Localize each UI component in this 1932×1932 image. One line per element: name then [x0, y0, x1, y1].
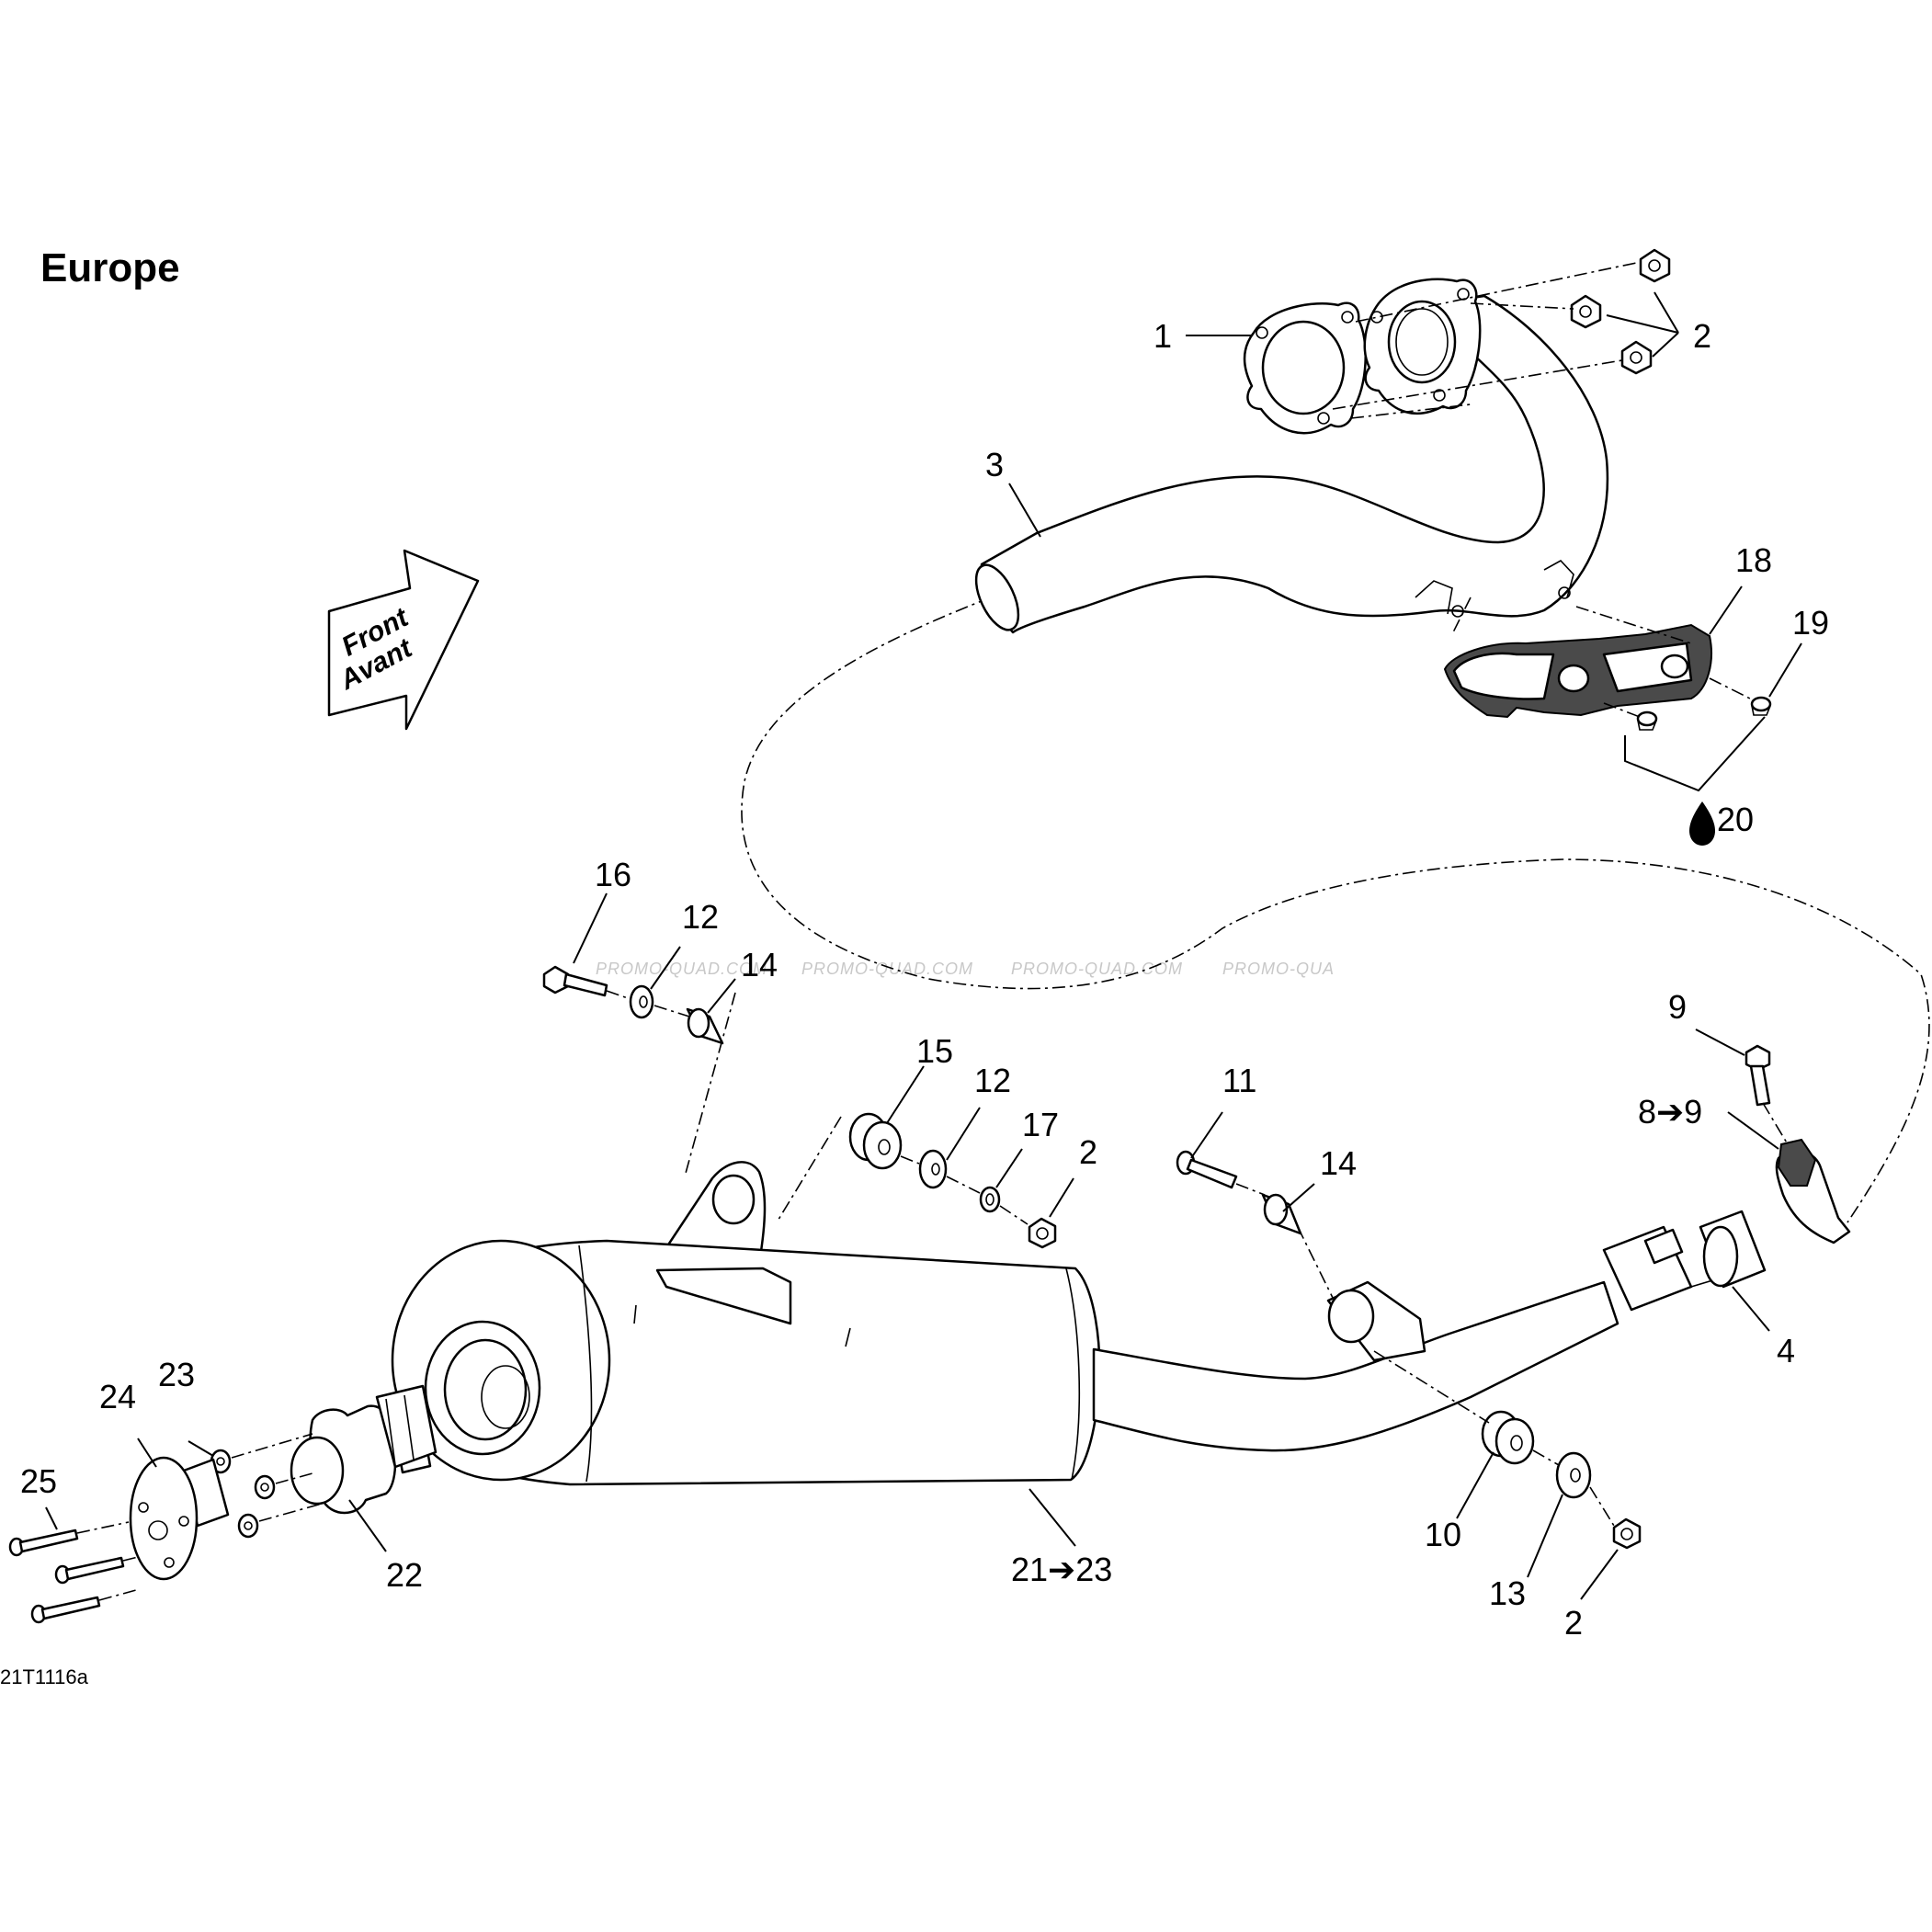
- watermark-text: PROMO-QUA: [1222, 960, 1335, 978]
- muffler-upper-bracket: [651, 1161, 767, 1270]
- callout-14: 14: [1320, 1144, 1357, 1182]
- callout-16: 16: [595, 856, 631, 893]
- callout-4: 4: [1777, 1332, 1795, 1369]
- slip-joint-tube: [1602, 1225, 1747, 1312]
- stud-line: [1355, 261, 1642, 323]
- callout-11: 11: [1222, 1062, 1256, 1099]
- callout-19: 19: [1792, 604, 1829, 642]
- screw-axis-line: [122, 1556, 139, 1562]
- callout-25: 25: [20, 1462, 57, 1500]
- header-pipe: [974, 294, 1609, 634]
- region-title: Europe: [40, 245, 180, 290]
- bolt-axis-line: [1589, 1486, 1615, 1527]
- bolt-axis-line: [1373, 1350, 1490, 1424]
- callout-10: 10: [1425, 1516, 1461, 1553]
- bolt-axis-line: [1235, 1183, 1266, 1196]
- exhaust-clamp: [1775, 1138, 1851, 1244]
- flange-nut: [1028, 1217, 1057, 1249]
- bolt-axis-line: [653, 1005, 690, 1017]
- stud-line: [1470, 302, 1574, 310]
- spark-arrester: [290, 1384, 438, 1515]
- screw-axis-line: [98, 1589, 137, 1601]
- long-screw: [8, 1529, 79, 1557]
- flange-nut: [1639, 248, 1671, 283]
- callout-22: 22: [386, 1556, 423, 1594]
- watermark-text: PROMO-QUAD.COM: [1011, 960, 1183, 978]
- screw-axis-line: [275, 1472, 313, 1484]
- callout-2: 2: [1079, 1133, 1097, 1171]
- routing-line-header-to-muffler: [741, 597, 1930, 1223]
- figure-id: 21T1116a: [0, 1665, 89, 1688]
- callout-2: 2: [1564, 1604, 1583, 1642]
- shield-screw: [1636, 710, 1658, 731]
- stud-line: [1350, 403, 1472, 419]
- muffler: [391, 1239, 1101, 1486]
- clamp-bolt: [1744, 1044, 1771, 1107]
- screw-axis-line: [1603, 702, 1641, 718]
- flange-nut: [1620, 340, 1653, 375]
- spacer: [979, 1186, 1001, 1213]
- callout-3: 3: [985, 446, 1004, 483]
- bracket-bolt-line: [776, 1116, 842, 1223]
- callout-20: 20: [1717, 801, 1754, 838]
- callout-12: 12: [974, 1062, 1011, 1099]
- bolt-axis-line: [606, 990, 631, 1000]
- watermark-text: PROMO-QUAD.COM: [801, 960, 973, 978]
- callout-17: 17: [1022, 1106, 1059, 1143]
- callout-1: 1: [1154, 317, 1172, 355]
- washer: [918, 1149, 948, 1189]
- callout-15: 15: [916, 1032, 953, 1070]
- bolt-axis-line: [1297, 1226, 1334, 1299]
- mount-bolt: [542, 965, 608, 997]
- drop-icon: [1689, 801, 1715, 846]
- callout-12: 12: [682, 898, 719, 936]
- callout-18: 18: [1735, 541, 1772, 579]
- callout-8-to-9: 8➔9: [1638, 1093, 1702, 1131]
- bolt-axis-line: [999, 1205, 1029, 1225]
- end-cap: [129, 1456, 230, 1581]
- callout-9: 9: [1668, 988, 1687, 1026]
- shield-mount-line: [1451, 597, 1472, 635]
- front-direction-arrow: Front Avant: [327, 549, 480, 731]
- spacer: [686, 1007, 724, 1045]
- exhaust-gasket: [1243, 301, 1367, 435]
- header-flange: [1363, 278, 1482, 415]
- callout-23: 23: [158, 1356, 195, 1393]
- watermark: PROMO-QUAD.COM PROMO-QUAD.COM PROMO-QUAD…: [596, 960, 1335, 978]
- rubber-grommet: [1481, 1410, 1535, 1465]
- callout-13: 13: [1489, 1574, 1526, 1612]
- small-screw: [237, 1513, 259, 1539]
- bolt-axis-line: [900, 1155, 920, 1165]
- washer: [1555, 1451, 1592, 1499]
- leader-lines: [45, 291, 1802, 1600]
- bracket-bolt-line: [684, 992, 736, 1177]
- mid-pipe: [1092, 1280, 1619, 1452]
- sealing-ring: [1699, 1210, 1767, 1289]
- heat-shield: [1443, 597, 1712, 719]
- shield-mount-line: [1575, 606, 1692, 644]
- shield-screw: [1750, 696, 1772, 716]
- bolt-axis-line: [1532, 1449, 1560, 1466]
- mount-bolt: [1176, 1150, 1238, 1189]
- flange-nut: [1570, 294, 1602, 329]
- watermark-text: PROMO-QUAD.COM: [596, 960, 767, 978]
- washer: [629, 984, 654, 1019]
- callout-21-to-23: 21➔23: [1011, 1551, 1112, 1588]
- callout-24: 24: [99, 1378, 136, 1415]
- small-screw: [254, 1474, 276, 1500]
- screw-axis-line: [76, 1521, 130, 1534]
- rubber-grommet: [848, 1112, 903, 1170]
- long-screw: [54, 1556, 125, 1585]
- bolt-axis-line: [946, 1176, 981, 1194]
- long-screw: [30, 1596, 101, 1624]
- clamp-bolt-line: [1762, 1102, 1789, 1145]
- screw-axis-line: [258, 1503, 323, 1522]
- screw-axis-line: [1709, 677, 1755, 701]
- callout-2: 2: [1693, 317, 1711, 355]
- callout-14: 14: [741, 946, 778, 983]
- flange-nut: [1612, 1517, 1642, 1550]
